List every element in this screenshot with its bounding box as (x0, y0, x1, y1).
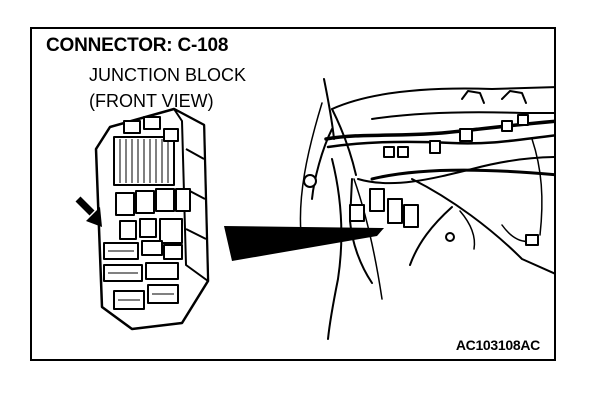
diagram-artwork (75, 78, 554, 340)
junction-block-icon (94, 107, 210, 331)
diagram-frame: CONNECTOR: C-108 JUNCTION BLOCK (FRONT V… (30, 27, 556, 361)
figure-code: AC103108AC (455, 337, 540, 353)
connector-pointer-arrow-icon (75, 196, 102, 227)
junction-block-label: JUNCTION BLOCK (89, 65, 247, 85)
connector-title: CONNECTOR: C-108 (46, 35, 229, 56)
view-label: (FRONT VIEW) (89, 91, 214, 111)
dashboard-wiring-icon (299, 78, 554, 340)
callout-wedge-icon (224, 226, 384, 261)
